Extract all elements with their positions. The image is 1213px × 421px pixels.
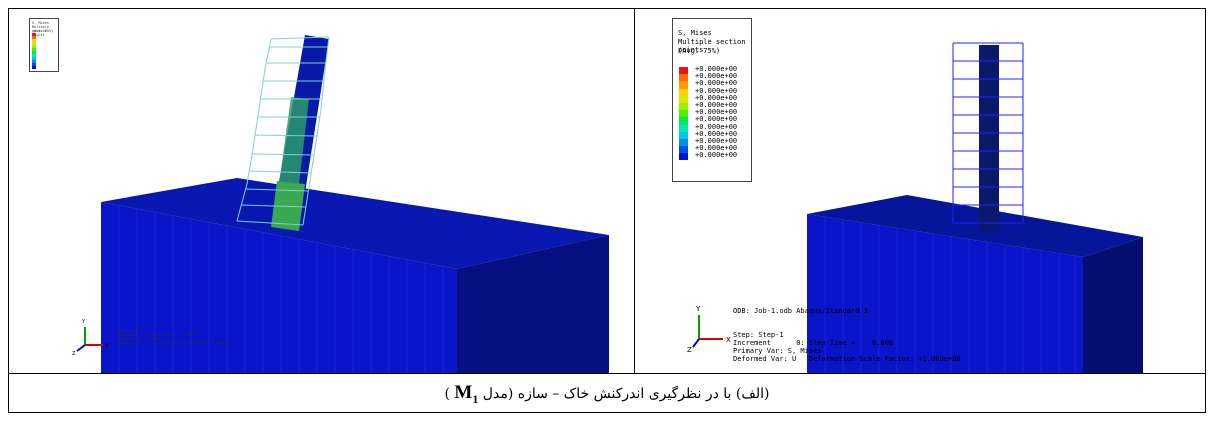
- legend-swatch: [32, 66, 36, 69]
- axis-triad-right: Y X Z: [687, 305, 731, 354]
- legend-swatch: [679, 88, 688, 96]
- soil-block-front: [807, 214, 1083, 373]
- legend-swatch: [679, 124, 688, 132]
- right-legend-avg: (Avg: 75%): [678, 47, 721, 55]
- caption-prefix: (الف) با در نظرگیری اندرکنش خاک – سازه (…: [478, 386, 770, 402]
- svg-text:Y: Y: [695, 305, 701, 313]
- legend-swatch: [32, 60, 36, 63]
- legend-swatch: [32, 36, 36, 39]
- right-primary-var: Primary Var: S, Mises: [733, 347, 822, 355]
- undeformed-wireframe: [236, 36, 330, 226]
- legend-value: +0.000e+00: [695, 137, 738, 146]
- soil-block-front: [101, 202, 457, 373]
- legend-value: +0.000e+00: [695, 79, 738, 88]
- legend-swatch: [679, 67, 688, 75]
- legend-swatch: [679, 95, 688, 103]
- legend-value: +0.000e+00: [695, 108, 738, 117]
- legend-value: +0.000e+00: [695, 129, 738, 138]
- svg-text:Z: Z: [72, 351, 76, 357]
- left-deformed-var: Deformed Var: U Deformation Scale Factor…: [117, 341, 231, 345]
- legend-value: +0.000e+00: [695, 144, 738, 153]
- legend-swatch: [32, 48, 36, 51]
- soil-block-side: [1083, 237, 1143, 373]
- right-viewport: Y X Z S, Mises Multiple section points (…: [635, 9, 1205, 373]
- column-body: [979, 45, 999, 231]
- figure-frame: Y X Z S, Mises Multiple section points (…: [8, 8, 1206, 413]
- right-legend-swatches: [679, 67, 688, 161]
- legend-swatch: [679, 110, 688, 118]
- left-viewport: Y X Z S, Mises Multiple section points (…: [9, 9, 635, 373]
- soil-block-top: [807, 195, 1143, 257]
- axis-triad-left: Y X Z: [72, 319, 109, 357]
- right-legend-values: +0.000e+00+0.000e+00+0.000e+00+0.000e+00…: [695, 65, 738, 160]
- legend-swatch: [32, 57, 36, 60]
- legend-swatch: [32, 54, 36, 57]
- legend-value: +0.000e+00: [695, 151, 738, 160]
- left-primary-var: Primary Var: S, Mises: [117, 337, 162, 341]
- left-legend-title: S, Mises: [32, 21, 49, 25]
- right-legend: S, Mises Multiple section points (Avg: 7…: [672, 18, 752, 182]
- left-legend: S, Mises Multiple section points (Avg: 7…: [29, 18, 59, 72]
- left-legend-avg: (Avg: 75%): [32, 29, 54, 33]
- caption-model-letter: M: [454, 382, 473, 403]
- legend-swatch: [679, 153, 688, 161]
- svg-text:Y: Y: [81, 319, 86, 325]
- svg-text:X: X: [726, 336, 731, 344]
- legend-swatch: [679, 102, 688, 111]
- right-model-render: Y X Z: [687, 42, 1143, 373]
- svg-text:X: X: [105, 343, 109, 349]
- legend-swatch: [32, 39, 36, 42]
- legend-swatch: [679, 131, 688, 139]
- right-increment: Increment 0: Step Time = 0.000: [733, 339, 894, 347]
- legend-swatch: [32, 45, 36, 48]
- right-legend-subtitle: Multiple section points: [678, 38, 746, 54]
- legend-value: +0.000e+00: [695, 115, 738, 124]
- legend-swatch: [679, 138, 688, 147]
- undeformed-wireframe: [952, 42, 1024, 224]
- figure-caption: (الف) با در نظرگیری اندرکنش خاک – سازه (…: [9, 382, 1205, 407]
- legend-swatch: [679, 146, 688, 154]
- legend-swatch: [679, 74, 688, 82]
- legend-value: +0.000e+00: [695, 65, 738, 73]
- caption-model-sub: 1: [472, 391, 479, 406]
- svg-text:Z: Z: [687, 346, 692, 354]
- left-increment: Increment 12: Step Time = 0.0024: [117, 333, 195, 337]
- left-model-render: Y X Z: [72, 35, 609, 373]
- caption-model: M1: [454, 382, 479, 406]
- soil-mesh: [824, 217, 1076, 373]
- legend-value: +0.000e+00: [695, 93, 738, 102]
- legend-swatch: [32, 33, 36, 36]
- left-legend-swatches: [32, 33, 36, 69]
- soil-block-side: [457, 235, 609, 373]
- legend-swatch: [32, 51, 36, 54]
- right-deformed-var: Deformed Var: U Deformation Scale Factor…: [733, 355, 961, 363]
- soil-mesh: [118, 205, 444, 373]
- legend-value: +0.000e+00: [695, 122, 738, 131]
- right-odb-line: ODB: Job-1.odb Abaqus/Standard 3: [733, 307, 868, 315]
- caption-suffix: ): [444, 386, 455, 402]
- legend-swatch: [679, 81, 688, 89]
- legend-swatch: [679, 117, 688, 125]
- right-step: Step: Step-1: [733, 331, 784, 339]
- legend-value: +0.000e+00: [695, 101, 738, 110]
- column-stress-zone: [277, 97, 309, 201]
- legend-swatch: [32, 63, 36, 66]
- left-step: Step: Step-1: [117, 329, 143, 333]
- left-legend-subtitle: Multiple section points: [32, 25, 49, 37]
- caption-row: (الف) با در نظرگیری اندرکنش خاک – سازه (…: [9, 373, 1205, 413]
- legend-value: +0.000e+00: [695, 72, 738, 81]
- legend-value: +0.000e+00: [695, 86, 738, 95]
- soil-block-top: [101, 178, 609, 269]
- right-legend-title: S, Mises: [678, 29, 712, 37]
- legend-swatch: [32, 42, 36, 45]
